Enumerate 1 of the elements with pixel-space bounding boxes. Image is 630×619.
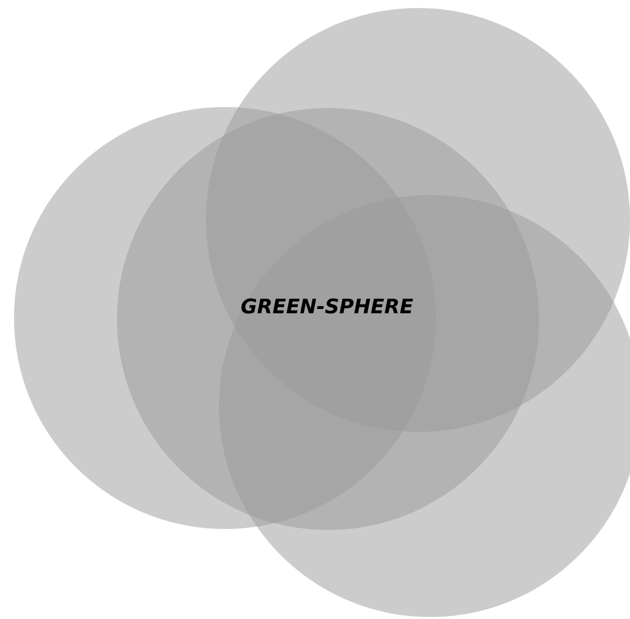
title-text: GREEN-SPHERE (241, 298, 414, 314)
